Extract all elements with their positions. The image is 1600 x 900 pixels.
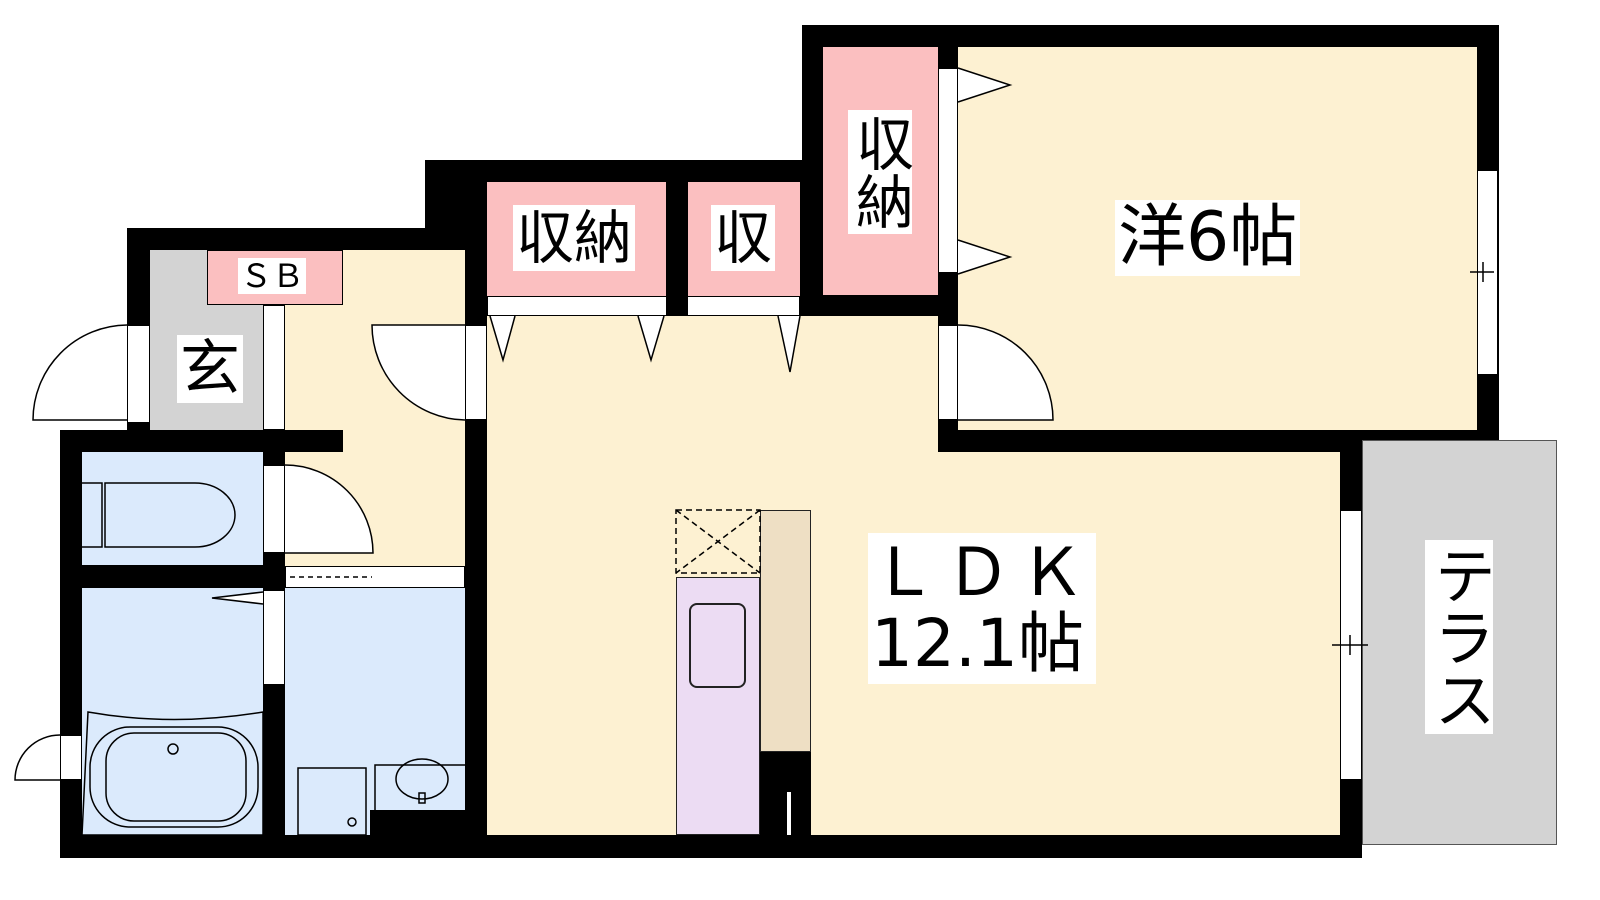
bathtub-icon [81, 711, 264, 836]
bath-door-icon [211, 591, 264, 605]
ldk-label-line2: 12.1帖 [871, 605, 1084, 683]
washroom-sliding-door[interactable] [285, 566, 465, 588]
bath-window[interactable] [60, 735, 82, 780]
kitchen-column [760, 752, 811, 835]
bedroom-door-swing-icon [957, 324, 1054, 421]
shoe-box-label: ＳＢ [238, 257, 307, 295]
storage-door-icon [777, 315, 801, 373]
ldk-door-swing-icon [371, 324, 466, 421]
bath-window-swing-icon [14, 734, 61, 781]
closet-door-icon [957, 67, 1013, 103]
bedroom-door-frame[interactable] [938, 325, 958, 420]
entrance-label: 玄 [177, 335, 243, 403]
storage-door-icon [637, 315, 665, 363]
bedroom-bottom-wall [938, 430, 1498, 452]
toilet-room [82, 452, 263, 565]
bedroom-storage-label: 収納 [846, 110, 914, 234]
ldk-label: ＬＤＫ 12.1帖 [868, 533, 1096, 684]
terrace-label: テラス [1423, 540, 1496, 734]
toilet-door-frame[interactable] [263, 465, 285, 553]
entrance-step [263, 305, 285, 430]
hall-wall-stub [263, 430, 343, 452]
front-door-swing-icon [32, 324, 128, 421]
closet-door-icon [957, 239, 1013, 275]
front-door-frame[interactable] [127, 325, 150, 423]
bath-door-frame[interactable] [263, 590, 285, 685]
small-storage-label: 収 [711, 205, 776, 271]
column-line [787, 792, 791, 835]
closet-doors[interactable] [938, 68, 958, 273]
refrigerator-space-icon [675, 509, 761, 574]
storage-doors-track[interactable] [487, 296, 800, 316]
main-storage-label: 収納 [513, 205, 636, 271]
kitchen-counter [760, 510, 811, 752]
toilet-door-swing-icon [284, 464, 374, 554]
toilet-icon [104, 482, 236, 548]
ldk-label-line1: ＬＤＫ [871, 534, 1093, 611]
western-room-label: 洋6帖 [1115, 200, 1301, 276]
storage-door-icon [489, 315, 516, 363]
bathroom [82, 588, 263, 835]
washing-machine-icon [297, 767, 367, 836]
washbasin-icon [374, 764, 465, 835]
sink-icon [689, 603, 746, 688]
ldk-door-frame[interactable] [465, 325, 487, 420]
washroom-wall-stub [370, 810, 465, 835]
storage-divider [666, 296, 688, 316]
